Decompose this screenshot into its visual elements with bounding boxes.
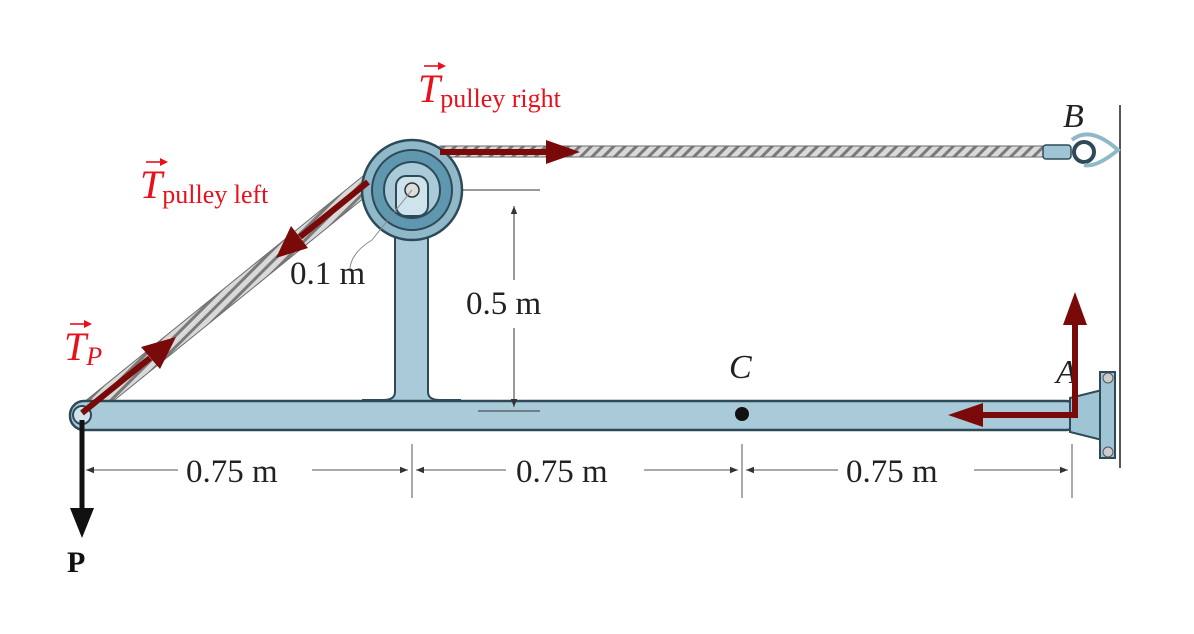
force-arrow-pulley-right: [440, 140, 580, 164]
svg-text:Tpulley left: Tpulley left: [140, 162, 269, 209]
dim-spans: [81, 444, 1073, 498]
point-c-label: C: [729, 349, 752, 386]
dim-height: 0.5 m: [466, 286, 542, 322]
force-label-pulley-left: Tpulley left: [140, 158, 269, 209]
svg-text:Tpulley right: Tpulley right: [418, 66, 562, 113]
dim-span-2: 0.75 m: [516, 454, 608, 490]
point-a-label: A: [1054, 354, 1077, 391]
dim-pulley-radius: 0.1 m: [290, 256, 366, 292]
force-arrow-a-vertical: [1063, 292, 1087, 418]
svg-text:TP: TP: [64, 324, 102, 371]
radius-indicator: [349, 189, 413, 269]
force-arrow-tp: [80, 337, 176, 416]
load-p-label: P: [67, 546, 85, 579]
force-sub-tp: P: [85, 342, 102, 371]
force-symbol-tp: T: [64, 324, 89, 369]
force-label-tp: TP: [64, 320, 102, 371]
dim-span-1: 0.75 m: [186, 454, 278, 490]
point-c-dot: [735, 407, 749, 421]
force-symbol-pulley-right: T: [418, 66, 443, 111]
point-b-label: B: [1063, 98, 1084, 135]
dim-span-3: 0.75 m: [846, 454, 938, 490]
force-sub-pulley-right: pulley right: [440, 84, 561, 113]
dim-height-lines: [462, 189, 540, 412]
beam: [68, 399, 1082, 432]
force-sub-pulley-left: pulley left: [162, 180, 269, 209]
force-arrow-a-horizontal: [948, 403, 1075, 427]
force-arrow-pulley-left: [276, 179, 370, 258]
hook-b: [1042, 132, 1122, 168]
force-label-pulley-right: Tpulley right: [418, 62, 562, 113]
support-a: [1069, 371, 1116, 459]
load-p-arrow: [70, 420, 94, 538]
force-symbol-pulley-left: T: [140, 162, 165, 207]
